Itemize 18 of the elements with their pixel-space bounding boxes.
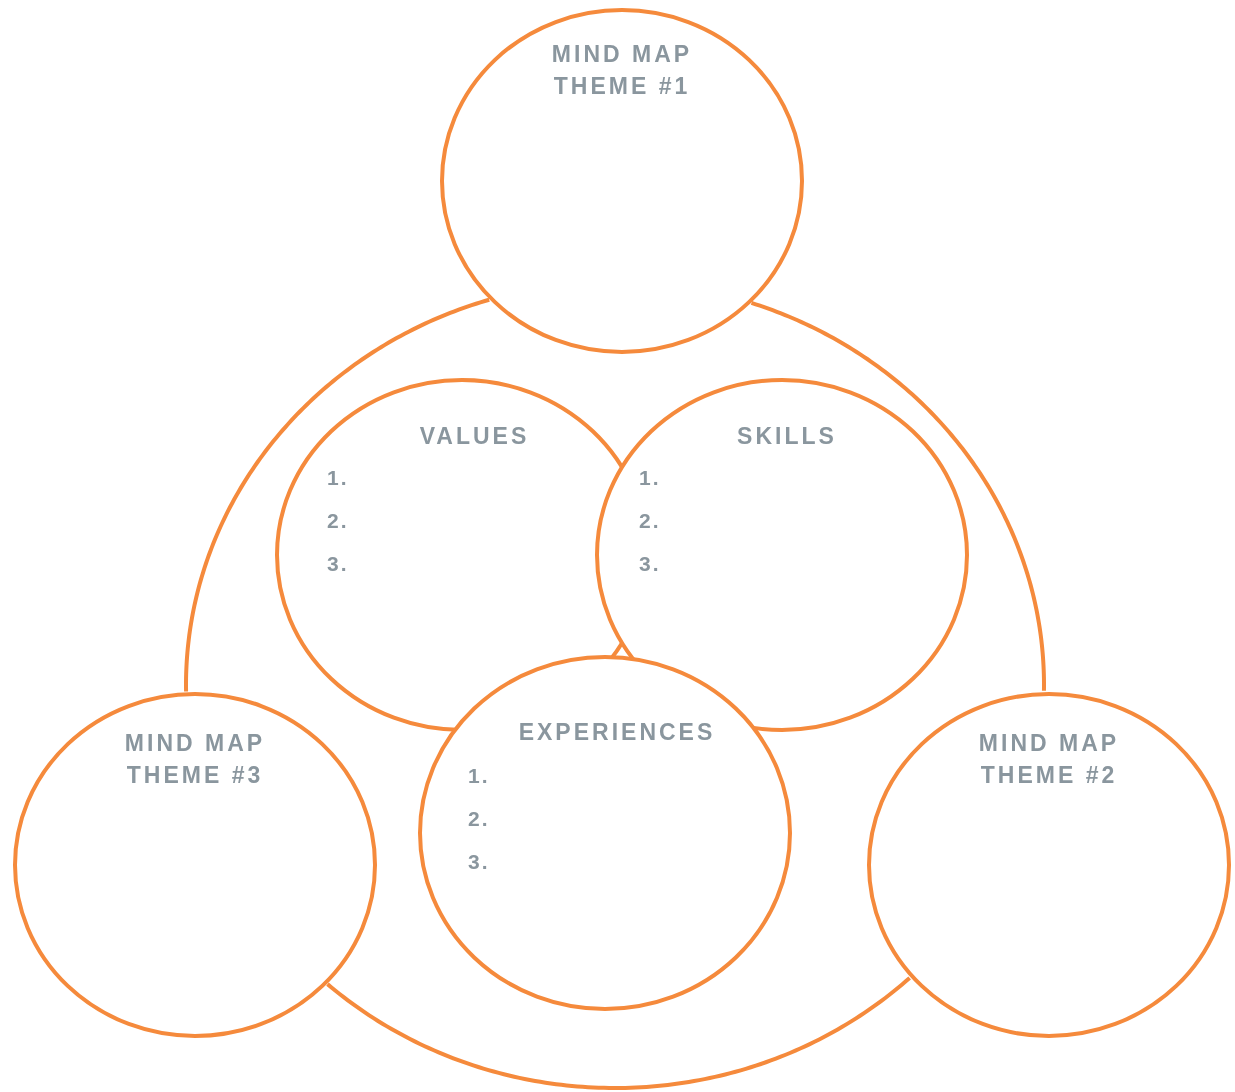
list-number: 1. <box>639 465 661 491</box>
list-number: 2. <box>327 508 349 534</box>
list-number: 2. <box>468 806 490 832</box>
list-number: 1. <box>327 465 349 491</box>
connector-arc <box>750 301 1046 691</box>
connector-arc <box>326 976 911 1090</box>
list-number: 2. <box>639 508 661 534</box>
circle-heading: MIND MAP THEME #1 <box>550 40 694 101</box>
list-number: 3. <box>327 551 349 577</box>
connector-arc <box>184 297 490 692</box>
circle-heading: EXPERIENCES <box>517 718 717 747</box>
list-number: 3. <box>639 551 661 577</box>
circle-heading: SKILLS <box>736 422 838 451</box>
circle-heading: VALUES <box>418 422 531 451</box>
circle-heading: MIND MAP THEME #3 <box>123 729 267 790</box>
list-number: 3. <box>468 849 490 875</box>
circle-heading: MIND MAP THEME #2 <box>977 729 1121 790</box>
list-number: 1. <box>468 763 490 789</box>
